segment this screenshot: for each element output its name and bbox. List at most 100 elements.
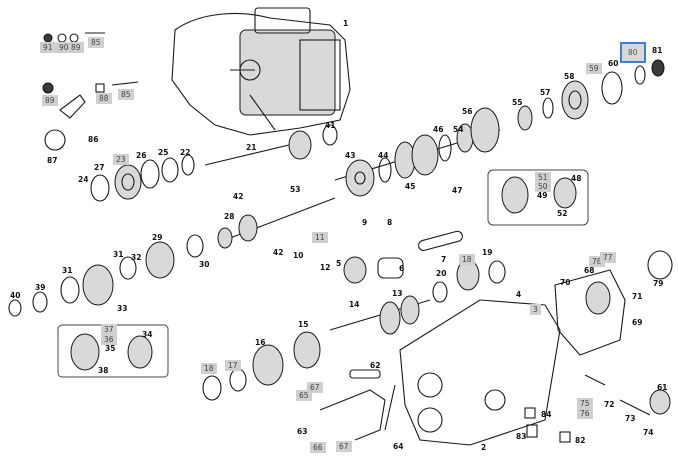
part-label-34: 34 [142,330,153,339]
shift-fork [319,369,396,441]
part-label-41: 41 [325,121,336,130]
part-label-65: 65 [296,390,312,401]
part-label-35: 35 [105,344,116,353]
layshaft-assembly [8,197,336,317]
part-label-18: 18 [201,363,217,374]
part-label-91: 91 [40,42,56,53]
gearbox-casing [399,299,561,446]
part-label-15: 15 [298,320,309,329]
part-label-50: 50 [535,181,551,192]
part-label-69: 69 [632,318,643,327]
part-label-38: 38 [98,366,109,375]
part-label-1: 1 [343,19,349,28]
part-label-89: 89 [68,42,84,53]
part-label-67: 67 [336,441,352,452]
part-label-37: 37 [101,324,117,335]
part-label-61: 61 [657,383,668,392]
synchro-callout-box [487,169,589,226]
part-label-19: 19 [482,248,493,257]
part-label-80-highlighted[interactable]: 80 [620,42,646,63]
part-label-72: 72 [604,400,615,409]
small-fasteners-right [524,374,671,443]
part-label-31: 31 [62,266,73,275]
part-label-5: 5 [336,259,342,268]
part-label-26: 26 [136,151,147,160]
part-label-54: 54 [453,125,464,134]
part-label-27: 27 [94,163,105,172]
part-label-86: 86 [88,135,99,144]
small-fasteners-left [42,32,139,151]
part-label-4: 4 [516,290,522,299]
part-label-62: 62 [370,361,381,370]
part-label-42: 42 [233,192,244,201]
part-label-81: 81 [652,46,663,55]
part-label-14: 14 [349,300,360,309]
part-label-87: 87 [47,156,58,165]
part-label-78: 78 [589,256,605,267]
part-label-22: 22 [180,148,191,157]
part-label-56: 56 [462,107,473,116]
part-label-7: 7 [441,255,447,264]
part-label-12: 12 [320,263,331,272]
synchro-hub-lower [70,333,153,371]
part-label-52: 52 [557,209,568,218]
reverse-gear-parts [343,230,506,303]
part-label-21: 21 [246,143,257,152]
part-label-36: 36 [101,334,117,345]
part-label-75: 75 [577,398,593,409]
part-label-71: 71 [632,292,643,301]
part-label-51: 51 [535,172,551,183]
part-label-57: 57 [540,88,551,97]
part-label-53: 53 [290,185,301,194]
part-label-47: 47 [452,186,463,195]
part-label-23: 23 [113,154,129,165]
part-label-70: 70 [560,278,571,287]
part-label-31: 31 [113,250,124,259]
part-label-2: 2 [481,443,487,452]
part-label-76: 76 [577,408,593,419]
part-label-11: 11 [312,232,328,243]
part-label-63: 63 [297,427,308,436]
part-label-25: 25 [158,148,169,157]
part-label-33: 33 [117,304,128,313]
part-label-67: 67 [307,382,323,393]
part-label-90: 90 [56,42,72,53]
part-label-73: 73 [625,414,636,423]
part-label-83: 83 [516,432,527,441]
part-label-10: 10 [293,251,304,260]
part-label-59: 59 [586,63,602,74]
part-label-82: 82 [575,436,586,445]
part-label-58: 58 [564,72,575,81]
part-label-79: 79 [653,279,664,288]
part-label-45: 45 [405,182,416,191]
part-label-8: 8 [387,218,393,227]
part-label-29: 29 [152,233,163,242]
part-label-40: 40 [10,291,21,300]
part-label-85: 85 [118,89,134,100]
part-label-44: 44 [378,151,389,160]
part-label-66: 66 [310,442,326,453]
part-label-30: 30 [199,260,210,269]
part-label-74: 74 [643,428,654,437]
part-label-64: 64 [393,442,404,451]
bell-housing [171,7,351,136]
part-label-13: 13 [392,289,403,298]
part-label-85: 85 [88,37,104,48]
main-shaft-assembly [334,59,665,197]
part-label-42: 42 [273,248,284,257]
rear-housing [554,250,673,356]
part-label-55: 55 [512,98,523,107]
part-label-20: 20 [436,269,447,278]
part-label-89: 89 [42,95,58,106]
part-label-49: 49 [537,191,548,200]
input-shaft-assembly [90,124,338,202]
part-label-77: 77 [600,252,616,263]
part-label-18: 18 [459,254,475,265]
part-label-16: 16 [255,338,266,347]
part-label-60: 60 [608,59,619,68]
part-label-28: 28 [224,212,235,221]
part-label-48: 48 [571,174,582,183]
part-label-24: 24 [78,175,89,184]
part-label-9: 9 [362,218,368,227]
part-label-68: 68 [584,266,595,275]
